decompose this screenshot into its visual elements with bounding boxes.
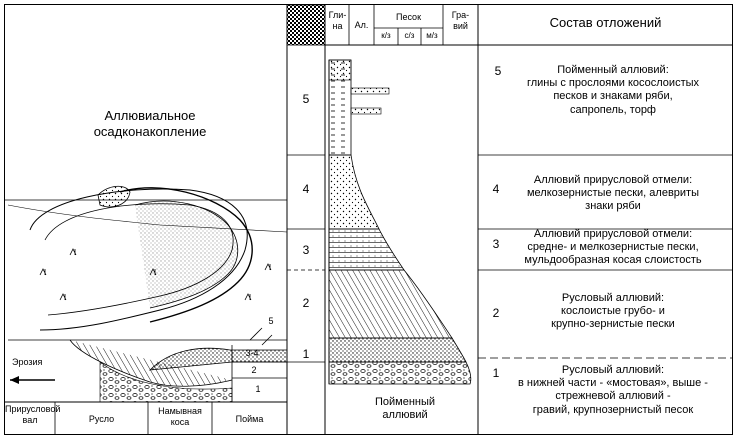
- unit-number-5: 5: [302, 92, 310, 106]
- composition-text-5: Пойменный аллювий: глины с прослоями кос…: [526, 64, 700, 116]
- composition-num-1: 1: [492, 366, 500, 380]
- composition-num-5: 5: [494, 64, 502, 78]
- header-gravel: Гра- вий: [451, 10, 470, 31]
- header-clay: Гли- на: [328, 10, 347, 31]
- composition-header: Состав отложений: [549, 15, 662, 30]
- label-levee: Прирусловой вал: [5, 404, 61, 425]
- unit-number-2: 2: [302, 296, 310, 310]
- header-sand-medium: с/з: [404, 31, 415, 40]
- composition-text-3: Аллювий прирусловой отмели: средне- и ме…: [524, 228, 702, 267]
- block-number-1: 1: [255, 384, 261, 394]
- composition-text-4: Аллювий прирусловой отмели: мелкозернист…: [526, 174, 699, 213]
- erosion-label: Эрозия: [12, 357, 43, 367]
- header-silt: Ал.: [354, 20, 369, 30]
- unit-number-3: 3: [302, 243, 310, 257]
- block-number-2: 2: [251, 365, 257, 375]
- column-footer: Пойменный аллювий: [374, 396, 436, 422]
- block-number-3-4: 3-4: [245, 348, 259, 358]
- unit-number-4: 4: [302, 182, 310, 196]
- header-sand: Песок: [395, 12, 422, 22]
- composition-text-1: Русловый аллювий: в нижней части - «мост…: [518, 364, 708, 416]
- diagram-title: Аллювиальное осадконакопление: [93, 108, 207, 139]
- header-sand-coarse: к/з: [381, 31, 391, 40]
- label-channel: Русло: [88, 414, 115, 424]
- composition-num-3: 3: [492, 237, 500, 251]
- block-number-5: 5: [268, 316, 274, 326]
- composition-num-4: 4: [492, 182, 500, 196]
- label-point-bar: Намывная коса: [158, 406, 202, 427]
- unit-number-1: 1: [302, 347, 310, 361]
- label-floodplain: Пойма: [235, 414, 264, 424]
- header-sand-fine: м/з: [426, 31, 438, 40]
- composition-text-2: Русловый аллювий: кослоистые грубо- и кр…: [551, 292, 675, 331]
- composition-num-2: 2: [492, 306, 500, 320]
